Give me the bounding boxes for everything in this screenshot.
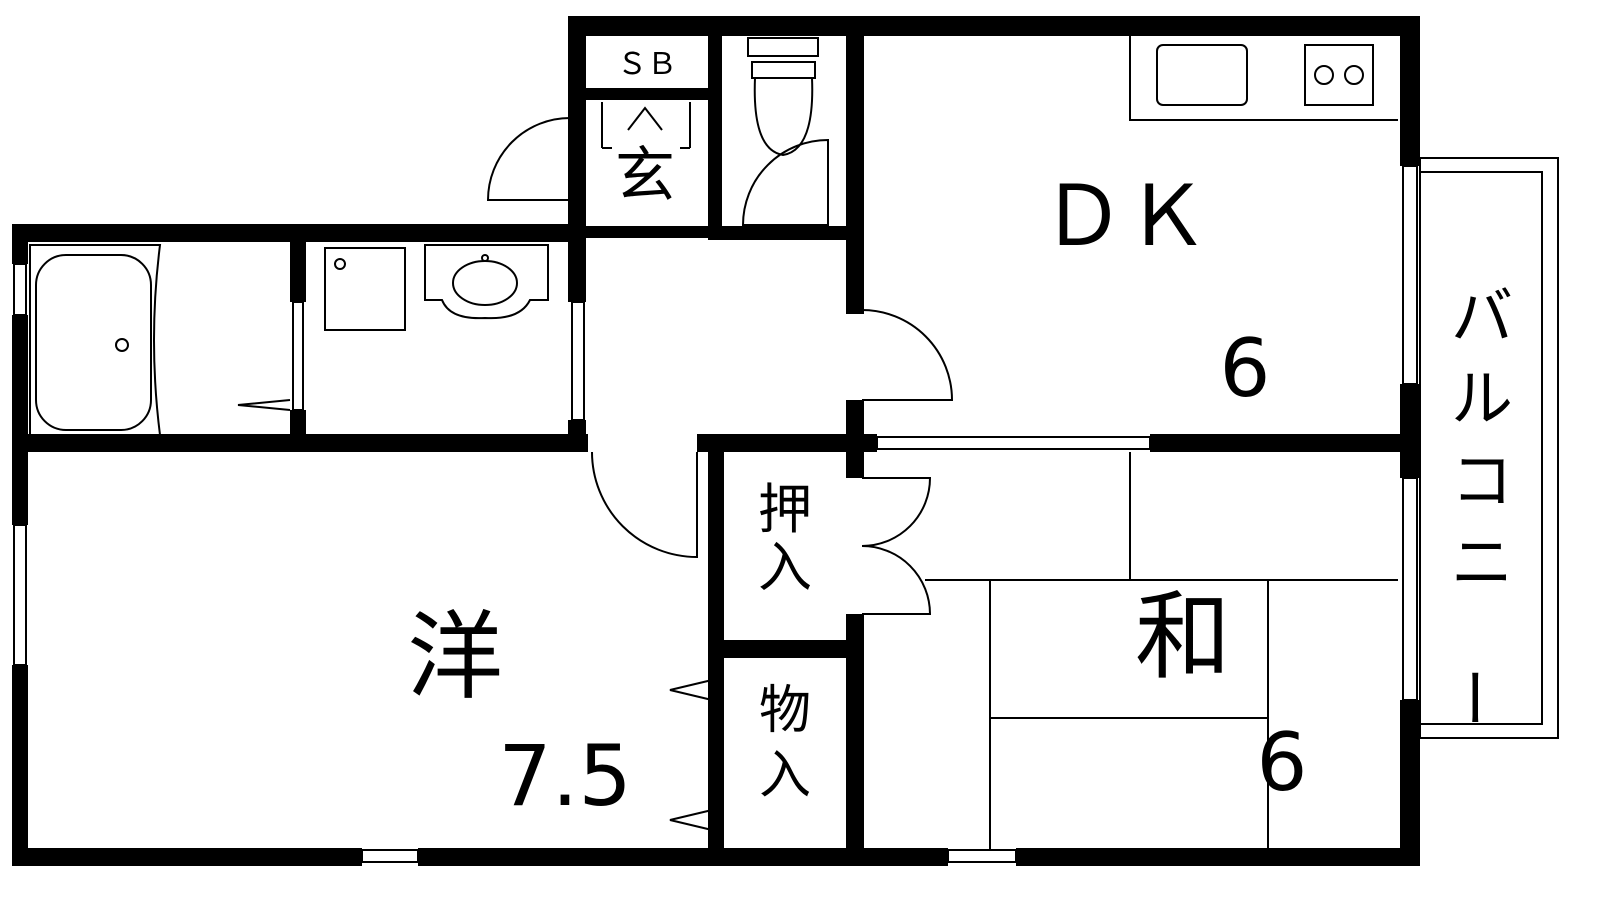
japanese-room-name: 和 [1135,581,1231,693]
bathtub-icon [29,244,162,436]
entrance-label: 玄 [615,141,675,211]
shoe-box-shelf [601,102,691,149]
washing-machine-icon [324,247,406,331]
western-room-name: 洋 [407,601,503,713]
sink-icon [1156,44,1248,106]
tatami-lines [925,452,1398,850]
shoe-box-label: ＳＢ [617,47,677,82]
western-room-door [591,451,698,559]
storage-label: 物入 [759,681,811,806]
windows [13,165,1418,863]
washbasin-icon [424,244,549,320]
storage-folding-door [237,399,713,831]
japanese-room-size: 6 [1257,716,1308,809]
kitchen-counter [1129,35,1398,121]
toilet-door [741,138,829,226]
front-door [486,117,571,201]
western-room-size: 7.5 [498,727,632,825]
dk-room-name: ＤＫ [1041,167,1209,265]
walls [12,16,1420,866]
dk-room-size: 6 [1220,322,1271,415]
gas-stove-icon [1304,44,1374,106]
toilet-icon [747,37,819,157]
closet-label: 押入 [758,478,812,599]
closet-doors [861,477,932,615]
balcony-label: バルコニー [1436,280,1513,728]
dk-door [861,309,954,401]
